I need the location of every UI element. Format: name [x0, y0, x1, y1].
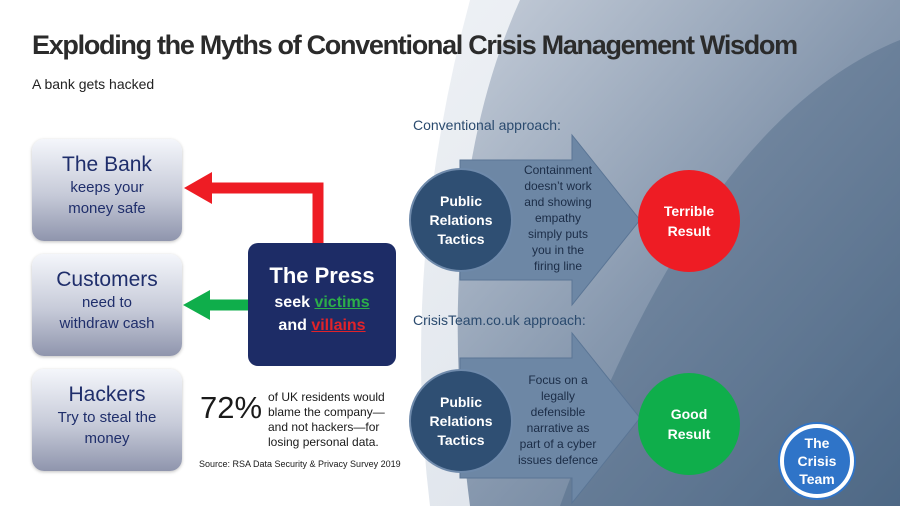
red-arrowhead: [184, 172, 212, 204]
card-body-line: money safe: [68, 200, 146, 217]
crisisteam-pr-tactics-circle: Public Relations Tactics: [409, 369, 513, 473]
pr-line: Relations: [429, 211, 493, 228]
arrow-text-line: defensible: [530, 405, 586, 419]
crisisteam-arrow-text: Focus on a legally defensible narrative …: [512, 372, 604, 468]
villains-word: villains: [311, 317, 366, 334]
arrow-text-line: simply puts: [527, 227, 589, 241]
terrible-result-circle: Terrible Result: [638, 170, 740, 272]
result-line: Result: [667, 223, 711, 239]
conventional-arrow-band: [459, 133, 641, 307]
victims-word: victims: [314, 294, 370, 311]
card-body-line: withdraw cash: [59, 315, 155, 332]
card-body-line: need to: [81, 294, 133, 311]
card-body-line: Try to steal the: [57, 409, 157, 426]
green-arrowhead: [183, 290, 210, 320]
arrow-text-line: legally: [540, 389, 576, 403]
press-prefix: and: [278, 317, 307, 334]
page-subtitle: A bank gets hacked: [32, 76, 155, 92]
arrow-text-line: doesn’t work: [524, 179, 592, 193]
stat-text: of UK residents would blame the company—…: [268, 390, 385, 449]
pr-line: Relations: [429, 412, 493, 429]
pr-line: Public: [439, 393, 482, 410]
arrow-text-line: Containment: [523, 163, 593, 177]
pr-line: Tactics: [437, 431, 485, 448]
arrow-text-line: narrative as: [526, 421, 590, 435]
result-line: Good: [670, 406, 708, 422]
arrow-text-line: part of a cyber: [519, 437, 597, 451]
stat-value: 72%: [200, 390, 263, 425]
card-the-bank: The Bank keeps your money safe: [32, 139, 182, 241]
arrow-text-line: you in the: [531, 243, 585, 257]
card-title: The Bank: [62, 153, 152, 176]
card-body-line: money: [84, 430, 130, 447]
stat-source: Source: RSA Data Security & Privacy Surv…: [199, 459, 401, 469]
arrow-text-line: issues defence: [517, 453, 599, 467]
card-body-line: keeps your: [70, 179, 144, 196]
red-arrow: [210, 182, 324, 243]
conventional-arrow-text: Containment doesn’t work and showing emp…: [512, 162, 604, 274]
result-line: Terrible: [663, 203, 715, 219]
press-line-2: and villains: [248, 317, 396, 335]
logo-line: The: [804, 435, 830, 451]
crisisteam-arrow-band: [459, 331, 641, 505]
the-press-box: The Press seek victims and villains: [248, 243, 396, 366]
logo-line: Crisis: [797, 453, 837, 469]
crisisteam-heading: CrisisTeam.co.uk approach:: [413, 312, 586, 328]
card-hackers: Hackers Try to steal the money: [32, 369, 182, 471]
crisis-team-logo: The Crisis Team: [780, 424, 854, 498]
pr-line: Tactics: [437, 230, 485, 247]
card-customers: Customers need to withdraw cash: [32, 254, 182, 356]
arrow-text-line: firing line: [533, 259, 583, 273]
arrow-text-line: and showing: [524, 195, 592, 209]
press-title: The Press: [269, 263, 375, 288]
card-title: Hackers: [68, 383, 146, 406]
result-line: Result: [667, 426, 711, 442]
press-prefix: seek: [274, 294, 310, 311]
good-result-circle: Good Result: [638, 373, 740, 475]
logo-line: Team: [799, 471, 835, 487]
conventional-pr-tactics-circle: Public Relations Tactics: [409, 168, 513, 272]
arrow-text-line: Focus on a: [528, 373, 588, 387]
pr-line: Public: [439, 192, 482, 209]
press-line-1: seek victims: [248, 294, 396, 312]
page-title: Exploding the Myths of Conventional Cris…: [32, 30, 798, 60]
arrow-text-line: empathy: [534, 211, 582, 225]
card-title: Customers: [56, 268, 158, 291]
conventional-heading: Conventional approach:: [413, 117, 561, 133]
